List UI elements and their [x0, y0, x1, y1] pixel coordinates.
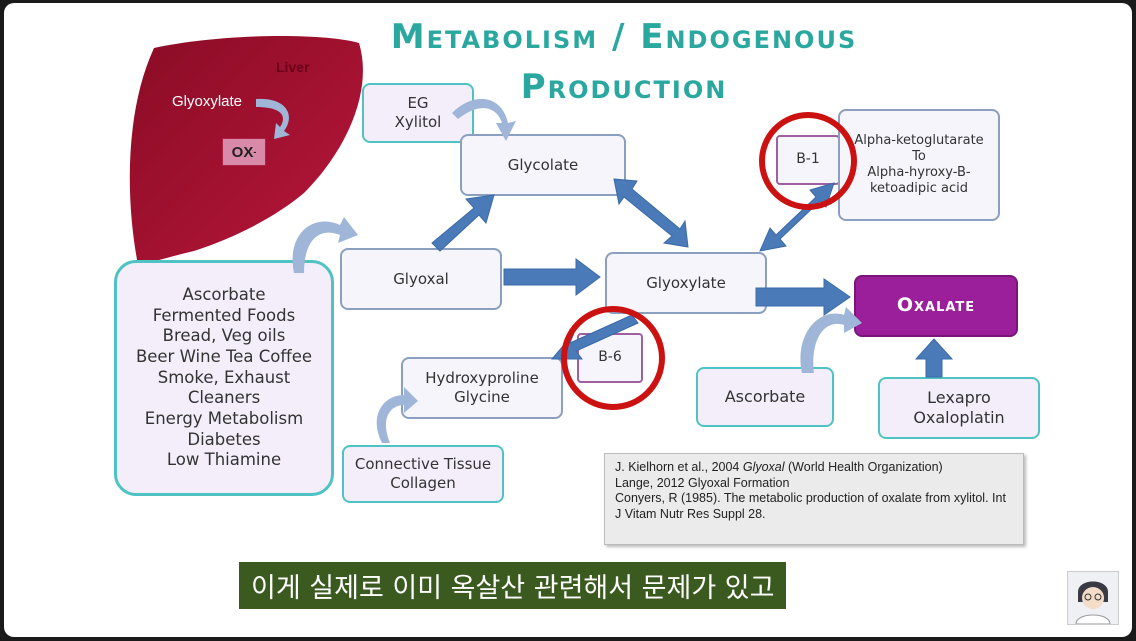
connective-tissue-box: Connective Tissue Collagen: [342, 445, 504, 503]
ascorbate-box: Ascorbate: [696, 367, 834, 427]
liver-glyoxylate-label: Glyoxylate: [172, 93, 243, 110]
title-line-1: Metabolism / Endogenous: [390, 17, 858, 57]
reference-2: Lange, 2012 Glyoxal Formation: [615, 475, 790, 490]
oxalate-box: Oxalate: [854, 275, 1018, 337]
glyoxal-box: Glyoxal: [340, 248, 502, 310]
title-line-2: Production: [520, 67, 728, 107]
sources-box: Ascorbate Fermented Foods Bread, Veg oil…: [114, 260, 334, 496]
glycolate-box: Glycolate: [460, 134, 626, 196]
references-box: J. Kielhorn et al., 2004 Glyoxal (World …: [604, 453, 1024, 545]
b6-box: B-6: [577, 333, 643, 383]
slide: Metabolism / Endogenous Production Liver…: [4, 3, 1132, 637]
alpha-ketoglutarate-box: Alpha-ketoglutarate To Alpha-hyroxy-B- k…: [838, 109, 1000, 221]
ref1-suffix: (World Health Organization): [784, 460, 943, 474]
reference-1: J. Kielhorn et al., 2004 Glyoxal (World …: [615, 460, 1013, 476]
video-subtitle: 이게 실제로 이미 옥살산 관련해서 문제가 있고: [239, 562, 787, 609]
hydroxyproline-box: Hydroxyproline Glycine: [401, 357, 563, 419]
reference-3: Conyers, R (1985). The metabolic product…: [615, 491, 1006, 521]
liver-ox-box: OX-: [222, 138, 266, 166]
b1-box: B-1: [776, 135, 840, 185]
eg-xylitol-box: EG Xylitol: [362, 83, 474, 143]
ref1-prefix: J. Kielhorn et al., 2004: [615, 460, 743, 474]
liver-label: Liver: [276, 59, 310, 75]
avatar-icon: [1068, 572, 1118, 624]
glyoxylate-box: Glyoxylate: [605, 252, 767, 314]
avatar: [1067, 571, 1119, 625]
ox-sup: -: [253, 147, 257, 157]
ref1-italic: Glyoxal: [742, 460, 785, 474]
lexapro-box: Lexapro Oxaloplatin: [878, 377, 1040, 439]
ox-text: OX: [231, 143, 254, 161]
